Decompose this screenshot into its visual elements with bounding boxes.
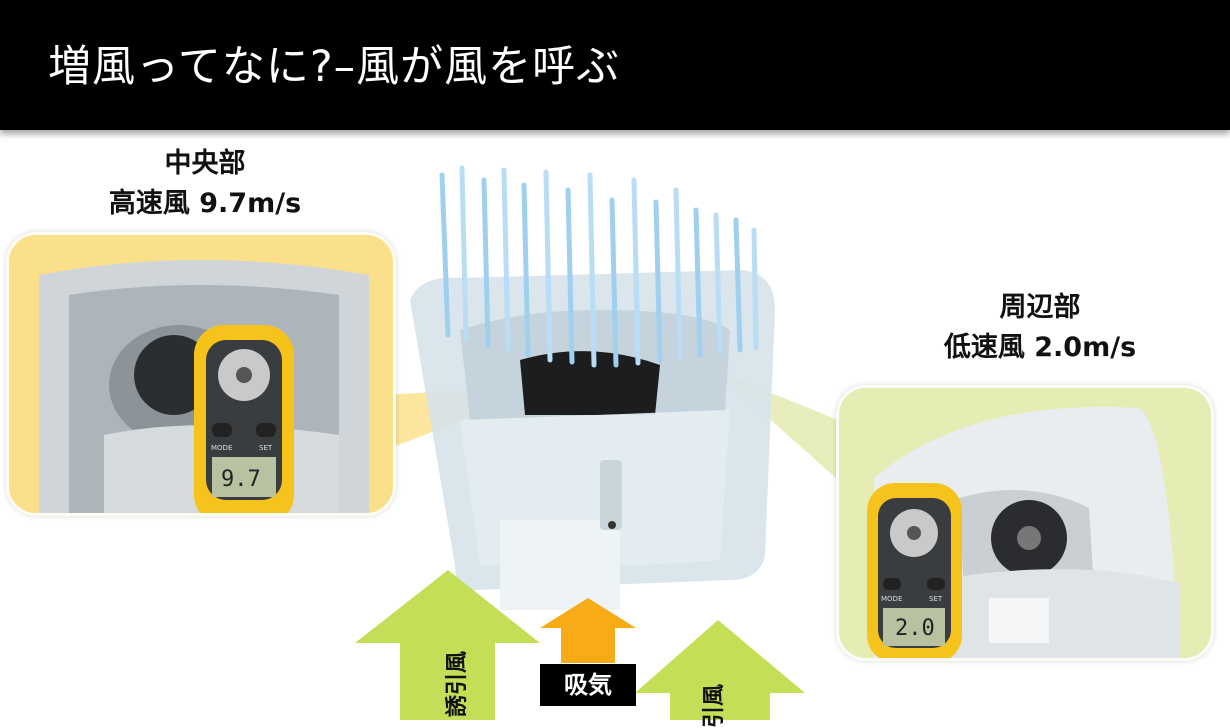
induced-air-label-left: 誘引風	[445, 650, 471, 718]
intake-label: 吸気	[540, 664, 636, 706]
edge-label: 周辺部	[999, 292, 1081, 323]
airflow-streaks	[439, 165, 759, 368]
induced-air-label-right: 引風	[702, 683, 728, 728]
induced-air-arrow-right	[635, 620, 805, 720]
center-photo: MODE SET 9.7	[9, 235, 393, 513]
induced-air-arrow-left	[355, 570, 540, 720]
center-photo-callout: MODE SET 9.7	[6, 232, 396, 516]
edge-meter-reading: 2.0	[895, 616, 935, 641]
meter-mode-label-edge: MODE	[881, 595, 902, 603]
center-label: 中央部	[164, 148, 246, 179]
edge-photo-callout: MODE SET 2.0	[836, 385, 1214, 661]
meter-set-label-edge: SET	[929, 595, 943, 603]
center-speed: 高速風 9.7m/s	[108, 188, 302, 219]
meter-mode-label: MODE	[211, 444, 232, 452]
center-meter-reading: 9.7	[221, 467, 261, 492]
center-caption: 中央部 高速風 9.7m/s	[70, 144, 340, 224]
slide-title: 増風ってなに?–風が風を呼ぶ	[48, 42, 621, 92]
meter-set-label: SET	[259, 444, 273, 452]
fan-opening	[520, 351, 660, 415]
intake-arrow	[540, 598, 636, 663]
wind-device-illustration	[410, 165, 775, 610]
flow-arrows	[355, 570, 805, 720]
edge-speed: 低速風 2.0m/s	[943, 332, 1137, 363]
title-bar: 増風ってなに?–風が風を呼ぶ	[0, 0, 1230, 130]
edge-caption: 周辺部 低速風 2.0m/s	[895, 288, 1185, 368]
edge-photo: MODE SET 2.0	[839, 388, 1211, 658]
